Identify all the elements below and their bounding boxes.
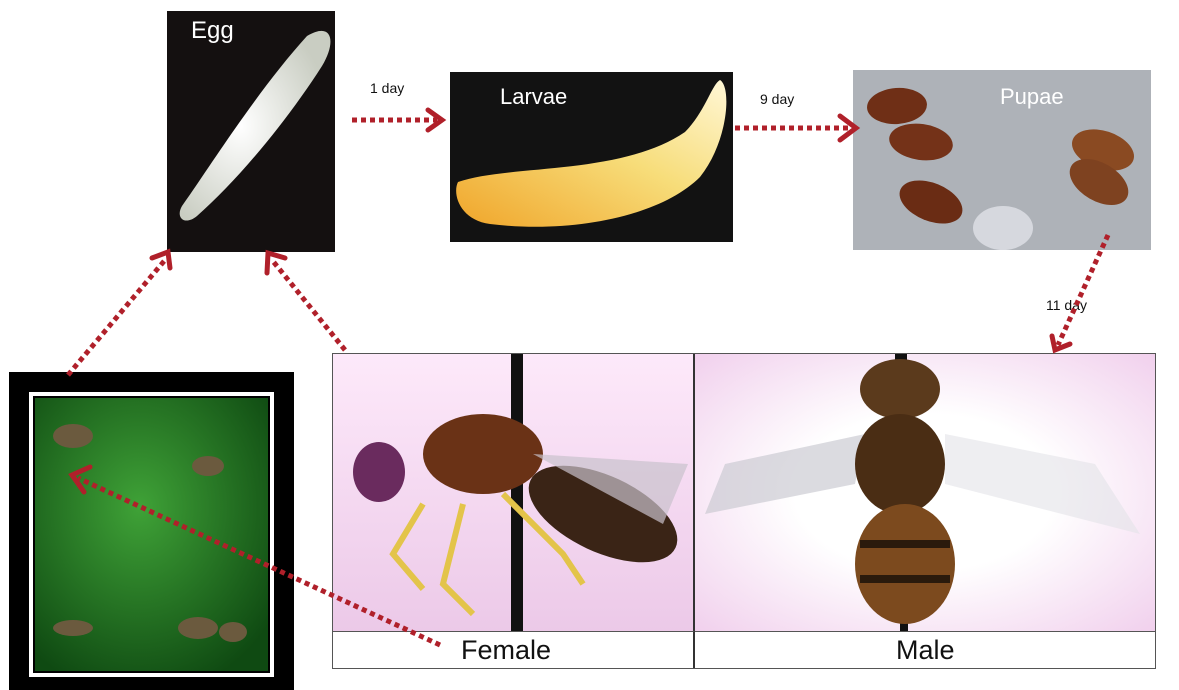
fruit-illustration xyxy=(33,396,270,673)
female-fly-illustration xyxy=(333,354,693,631)
arrow-fruit-to-egg xyxy=(68,260,165,375)
female-label: Female xyxy=(461,635,551,666)
male-caption-cell: Male xyxy=(695,631,1155,668)
pupae-label: Pupae xyxy=(1000,84,1064,110)
female-caption-cell: Female xyxy=(333,631,695,668)
male-fly-illustration xyxy=(695,354,1155,631)
duration-larvae-to-pupae: 9 day xyxy=(760,91,794,107)
male-photo xyxy=(695,354,1155,631)
fruit-photo-border xyxy=(29,392,274,677)
egg-illustration xyxy=(167,11,335,252)
duration-egg-to-larvae: 1 day xyxy=(370,80,404,96)
male-label: Male xyxy=(896,635,955,666)
adult-flies-panel: Female Male xyxy=(332,353,1156,669)
pupae-photo: Pupae xyxy=(853,70,1151,250)
larvae-photo: Larvae xyxy=(450,72,733,242)
larvae-illustration xyxy=(450,72,733,242)
female-photo xyxy=(333,354,695,631)
duration-pupae-to-adult: 11 day xyxy=(1046,297,1087,313)
arrow-pupae-to-adult xyxy=(1058,235,1108,345)
egg-label: Egg xyxy=(191,17,234,45)
egg-photo: Egg xyxy=(167,11,335,252)
larvae-label: Larvae xyxy=(500,84,567,110)
arrow-female-to-egg xyxy=(272,260,345,350)
fruit-photo-frame xyxy=(9,372,294,690)
